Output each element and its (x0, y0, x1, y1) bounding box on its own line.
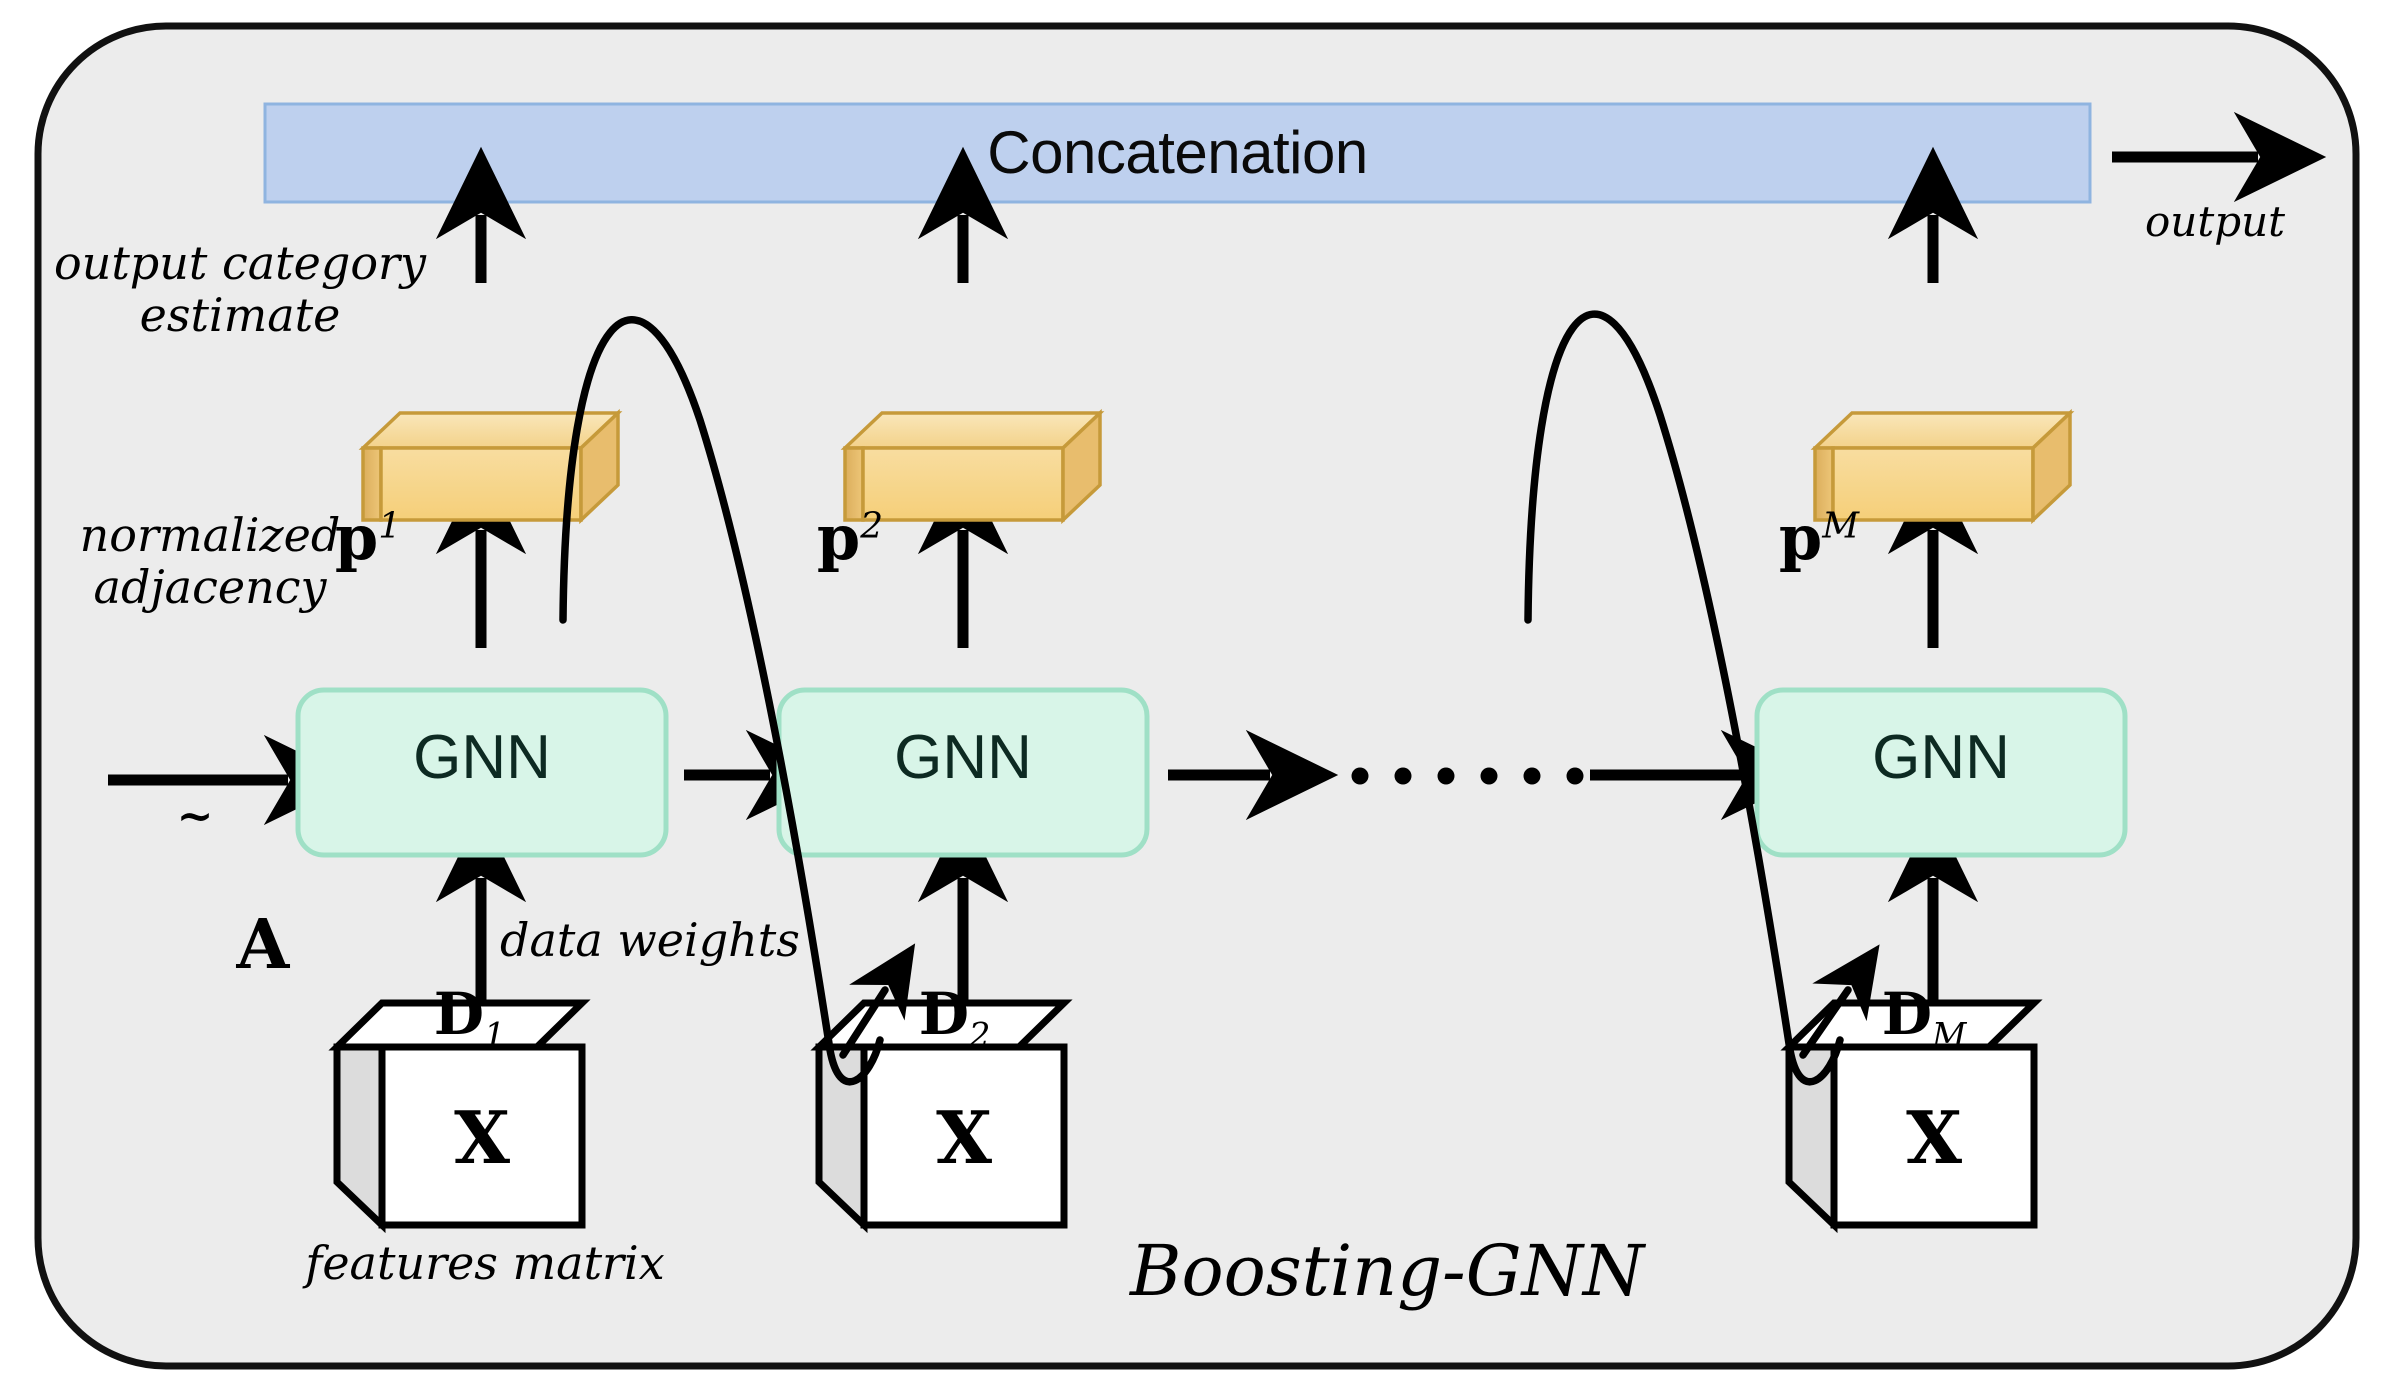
p-base-1: p (334, 501, 379, 574)
gnn-label-M: GNN (1872, 723, 2010, 792)
features-matrix-label: features matrix (305, 1236, 665, 1290)
p-base-2: p (816, 501, 861, 574)
d-base-1: D (433, 980, 485, 1048)
gnn-box-2[interactable] (776, 687, 1150, 858)
d-base-2: D (918, 980, 970, 1048)
adjacency-symbol: ~ A (150, 650, 290, 1064)
p-label-M: pM (1700, 428, 1859, 647)
concatenation-bar[interactable] (263, 102, 2092, 204)
d-label-M: DM (1808, 912, 1967, 1123)
boost-curve-1-to-2 (559, 316, 916, 1086)
p-label-2: p2 (738, 428, 883, 647)
p-sup-1: 1 (378, 505, 402, 547)
gnn-box-M[interactable] (1754, 687, 2128, 858)
output-category-estimate-label: output category estimate (54, 236, 426, 342)
d-sub-2: 2 (969, 1015, 991, 1055)
d-sub-1: 1 (484, 1015, 506, 1055)
x-label-1: X (454, 1095, 510, 1180)
p-box-2 (840, 408, 1105, 525)
x-box-M (1780, 999, 2043, 1234)
adjacency-accent: ~ (176, 791, 214, 842)
diagram-title: Boosting-GNN (1130, 1230, 1645, 1312)
d-label-2: D2 (845, 912, 991, 1123)
data-weights-label: data weights (500, 913, 800, 967)
concatenation-label: Concatenation (987, 119, 1368, 186)
output-label: output (2144, 197, 2286, 246)
p-base-M: p (1778, 501, 1823, 574)
gnn-label-2: GNN (894, 723, 1032, 792)
normalized-adjacency-label: normalized adjacency (79, 508, 341, 614)
p-box-M (1810, 408, 2075, 525)
boost-curve-2-to-M (1524, 310, 1880, 1086)
adjacency-base: A (236, 905, 290, 986)
boosting-gnn-container (34, 22, 2360, 1370)
p-label-1: p1 (256, 428, 401, 647)
ellipsis-dots (1351, 767, 1584, 785)
x-label-2: X (936, 1095, 992, 1180)
x-box-1 (328, 999, 591, 1234)
p-box-1 (358, 408, 623, 525)
gnn-label-1: GNN (413, 723, 551, 792)
p-sup-M: M (1822, 505, 1860, 547)
gnn-box-1[interactable] (295, 687, 669, 858)
x-label-M: X (1906, 1095, 1962, 1180)
d-sub-M: M (1932, 1015, 1967, 1055)
d-base-M: D (1881, 980, 1933, 1048)
d-label-1: D1 (360, 912, 506, 1123)
p-sup-2: 2 (860, 505, 884, 547)
